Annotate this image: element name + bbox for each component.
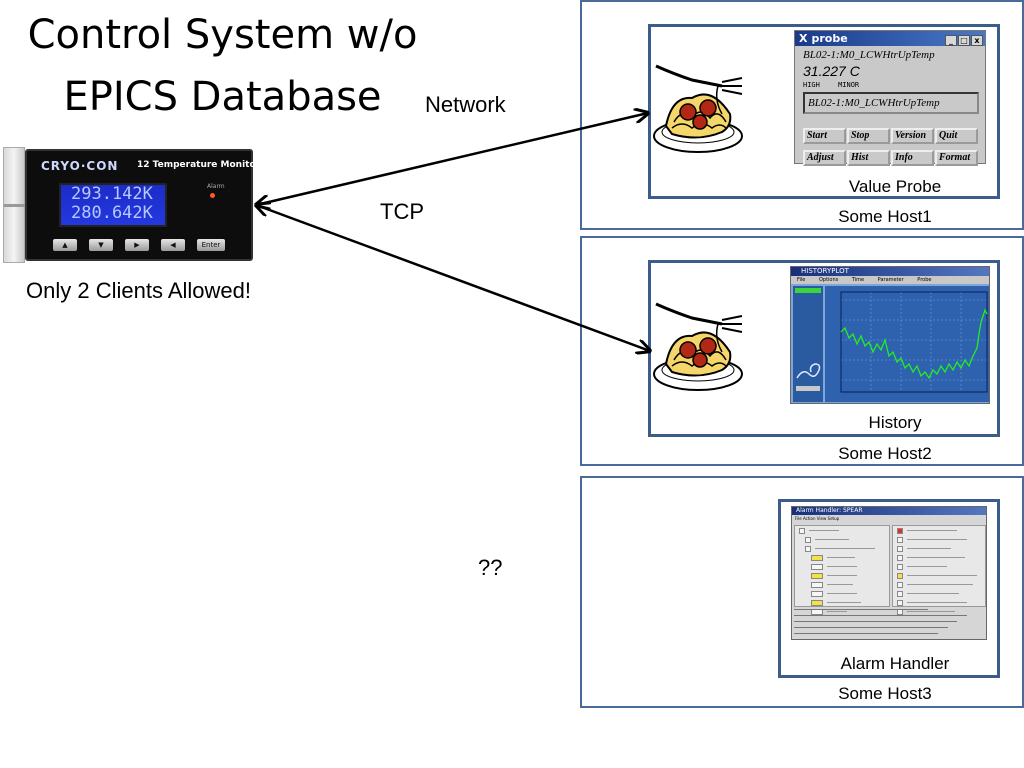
x-logo-icon: X (799, 32, 808, 45)
alarm-status-area (794, 609, 986, 639)
probe-quit-button: Quit (935, 128, 978, 144)
device-brand: CRYO·CON (41, 159, 119, 173)
probe-adjust-button: Adjust (803, 150, 846, 166)
device-down-button: ▼ (89, 239, 113, 251)
history-menu: File Options Time Parameter Probe (791, 276, 989, 284)
spaghetti-icon (653, 64, 743, 153)
maximize-icon: □ (958, 35, 970, 46)
value-probe-caption: Value Probe (848, 177, 942, 196)
network-arrow (256, 113, 648, 205)
question-label: ?? (478, 555, 503, 580)
alarm-handler-caption: Alarm Handler (840, 654, 950, 673)
clients-label: Only 2 Clients Allowed! (26, 278, 251, 303)
history-trace (840, 291, 988, 393)
probe-stop-button: Stop (847, 128, 890, 144)
probe-value: 31.227 C (803, 63, 860, 79)
history-plot-window: HISTORYPLOT File Options Time Parameter … (790, 266, 990, 404)
device-up-button: ▲ (53, 239, 77, 251)
history-title: HISTORYPLOT (801, 267, 849, 275)
lcd-reading-2: 280.642K (71, 203, 153, 223)
probe-version-button: Version (891, 128, 934, 144)
host3-caption: Some Host3 (838, 684, 932, 703)
probe-start-button: Start (803, 128, 846, 144)
lcd-reading-1: 293.142K (71, 184, 153, 204)
host1-caption: Some Host1 (838, 207, 932, 226)
title-line-1: Control System w/o (27, 12, 418, 58)
probe-alarm-limits: HIGH MINOR (795, 79, 985, 89)
temperature-monitor-device: CRYO·CON 12 Temperature Monitor Alarm 29… (3, 147, 260, 263)
probe-hist-button: Hist (847, 150, 890, 166)
device-right-button: ▶ (125, 239, 149, 251)
alarm-led-icon (210, 193, 215, 198)
device-button-row: ▲ ▼ ▶ ◀ Enter (45, 239, 245, 253)
history-sidebar (793, 286, 823, 402)
history-caption: History (868, 413, 922, 432)
alarm-handler-window: Alarm Handler: SPEAR File Action View Se… (791, 506, 987, 640)
close-icon: x (971, 35, 983, 46)
probe-title: probe (811, 32, 848, 45)
device-lcd-display: 293.142K 280.642K (59, 183, 167, 227)
history-plot-area (825, 286, 989, 402)
device-left-button: ◀ (161, 239, 185, 251)
alarm-tree-pane (794, 525, 890, 615)
device-model: 12 Temperature Monitor (137, 160, 261, 170)
minimize-icon: _ (945, 35, 957, 46)
probe-high: HIGH (803, 81, 820, 89)
device-alarm-label: Alarm (207, 183, 225, 190)
cable-icon (795, 288, 821, 391)
probe-pv-entry: BL02-1:M0_LCWHtrUpTemp (803, 92, 979, 114)
probe-format-button: Format (935, 150, 978, 166)
probe-pv-name: BL02-1:M0_LCWHtrUpTemp (803, 49, 935, 61)
probe-info-button: Info (891, 150, 934, 166)
alarm-list-pane (892, 525, 986, 615)
device-enter-button: Enter (197, 239, 225, 251)
host2-caption: Some Host2 (838, 444, 932, 463)
device-side-panel (3, 147, 26, 263)
probe-minor: MINOR (838, 81, 860, 89)
alarm-titlebar: Alarm Handler: SPEAR (792, 507, 986, 515)
spaghetti-icon (653, 302, 743, 391)
alarm-menu: File Action View Setup (795, 516, 840, 521)
history-titlebar: HISTORYPLOT (791, 267, 989, 276)
slide-title: Control System w/o EPICS Database (0, 4, 445, 128)
tcp-arrow (256, 205, 650, 351)
device-front-panel: CRYO·CON 12 Temperature Monitor Alarm 29… (25, 149, 260, 261)
